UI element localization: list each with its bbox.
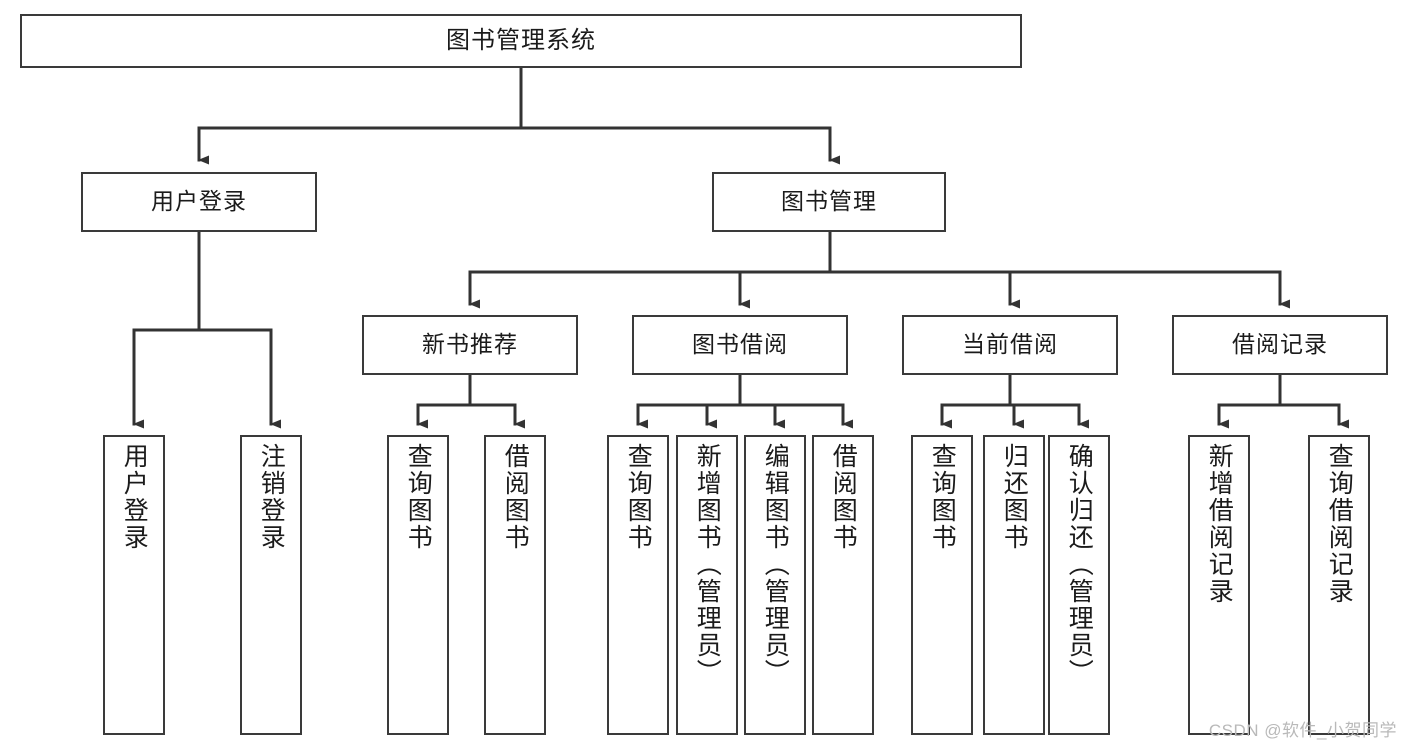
node-book-borrow[interactable]: 图书借阅 <box>632 315 848 375</box>
node-leaf-label: 借阅图书 <box>829 443 858 551</box>
node-leaf-edit-book-admin[interactable]: 编辑图书（管理员） <box>744 435 806 735</box>
node-user-login[interactable]: 用户登录 <box>81 172 317 232</box>
node-root-system[interactable]: 图书管理系统 <box>20 14 1022 68</box>
node-leaf-label: 查询图书 <box>404 443 433 551</box>
node-leaf-label: 新增借阅记录 <box>1205 443 1234 605</box>
node-leaf-label: 编辑图书（管理员） <box>761 443 790 686</box>
node-leaf-query-book-newrec[interactable]: 查询图书 <box>387 435 449 735</box>
node-leaf-label: 确认归还（管理员） <box>1065 443 1094 686</box>
node-leaf-add-book-admin[interactable]: 新增图书（管理员） <box>676 435 738 735</box>
node-leaf-confirm-return-admin[interactable]: 确认归还（管理员） <box>1048 435 1110 735</box>
node-leaf-label: 用户登录 <box>120 443 149 551</box>
node-leaf-label: 查询图书 <box>624 443 653 551</box>
node-leaf-query-book-current[interactable]: 查询图书 <box>911 435 973 735</box>
node-leaf-logout-login[interactable]: 注销登录 <box>240 435 302 735</box>
node-leaf-return-book[interactable]: 归还图书 <box>983 435 1045 735</box>
node-leaf-borrow-book-newrec[interactable]: 借阅图书 <box>484 435 546 735</box>
node-leaf-query-book-borrow[interactable]: 查询图书 <box>607 435 669 735</box>
node-leaf-label: 新增图书（管理员） <box>693 443 722 686</box>
node-leaf-label: 查询借阅记录 <box>1325 443 1354 605</box>
node-leaf-borrow-book-borrow[interactable]: 借阅图书 <box>812 435 874 735</box>
node-borrow-record[interactable]: 借阅记录 <box>1172 315 1388 375</box>
node-leaf-query-borrow-record[interactable]: 查询借阅记录 <box>1308 435 1370 735</box>
node-leaf-label: 注销登录 <box>257 443 286 551</box>
node-book-manage[interactable]: 图书管理 <box>712 172 946 232</box>
node-leaf-add-borrow-record[interactable]: 新增借阅记录 <box>1188 435 1250 735</box>
csdn-watermark: CSDN @软件_小贺同学 <box>1208 721 1397 740</box>
node-leaf-user-login[interactable]: 用户登录 <box>103 435 165 735</box>
node-leaf-label: 归还图书 <box>1000 443 1029 551</box>
node-leaf-label: 借阅图书 <box>501 443 530 551</box>
node-current-borrow[interactable]: 当前借阅 <box>902 315 1118 375</box>
node-new-book-recommend[interactable]: 新书推荐 <box>362 315 578 375</box>
node-leaf-label: 查询图书 <box>928 443 957 551</box>
